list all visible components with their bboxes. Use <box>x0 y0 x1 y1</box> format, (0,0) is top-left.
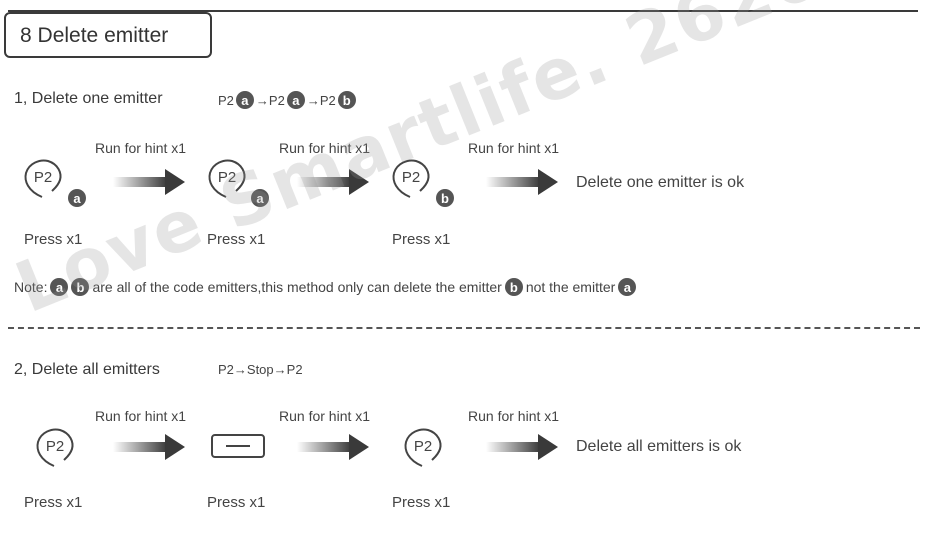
badge-icon: b <box>337 91 356 109</box>
note: Note: a b are all of the code emitters,t… <box>14 278 637 296</box>
press-label: Press x1 <box>207 494 266 511</box>
right-arrow-icon <box>297 434 369 460</box>
stop-button-icon <box>211 434 265 458</box>
press-label: Press x1 <box>207 231 266 248</box>
section-title: 8 Delete emitter <box>20 24 169 47</box>
press-label: Press x1 <box>392 231 451 248</box>
svg-text:P2: P2 <box>34 169 52 186</box>
section-title-box: 8 Delete emitter <box>4 12 212 58</box>
svg-text:P2: P2 <box>46 438 64 455</box>
part1-heading: 1, Delete one emitter <box>14 90 163 107</box>
emitter-b-badge: b <box>436 189 454 207</box>
hint-label: Run for hint x1 <box>468 140 560 156</box>
badge-icon: a <box>235 91 254 109</box>
right-arrow-icon <box>486 434 558 460</box>
emitter-a-badge: a <box>68 189 86 207</box>
press-label: Press x1 <box>24 494 83 511</box>
press-label: Press x1 <box>392 494 451 511</box>
badge-icon: b <box>504 278 523 296</box>
hint-label: Run for hint x1 <box>95 140 187 156</box>
top-rule <box>8 10 918 12</box>
part2-sequence: P2→Stop→P2 <box>218 362 303 377</box>
badge-icon: a <box>50 278 69 296</box>
badge-icon: a <box>286 91 305 109</box>
p2-button-icon: P2 <box>36 428 74 467</box>
svg-text:P2: P2 <box>402 169 420 186</box>
hint-label: Run for hint x1 <box>95 408 187 424</box>
svg-text:P2: P2 <box>414 438 432 455</box>
dashed-divider <box>8 327 920 329</box>
p2-button-icon: P2 <box>24 159 62 198</box>
p2-button-icon: P2 <box>404 428 442 467</box>
right-arrow-icon <box>486 169 558 195</box>
badge-icon: b <box>71 278 90 296</box>
hint-label: Run for hint x1 <box>279 408 371 424</box>
hint-label: Run for hint x1 <box>279 140 371 156</box>
right-arrow-icon <box>113 434 185 460</box>
p2-button-icon: P2 <box>208 159 246 198</box>
p2-button-icon: P2 <box>392 159 430 198</box>
svg-text:P2: P2 <box>218 169 236 186</box>
right-arrow-icon <box>113 169 185 195</box>
right-arrow-icon <box>297 169 369 195</box>
press-label: Press x1 <box>24 231 83 248</box>
part2-result: Delete all emitters is ok <box>576 438 742 455</box>
part1-result: Delete one emitter is ok <box>576 174 745 191</box>
hint-label: Run for hint x1 <box>468 408 560 424</box>
part2-heading: 2, Delete all emitters <box>14 361 160 378</box>
emitter-a-badge: a <box>251 189 269 207</box>
badge-icon: a <box>618 278 637 296</box>
